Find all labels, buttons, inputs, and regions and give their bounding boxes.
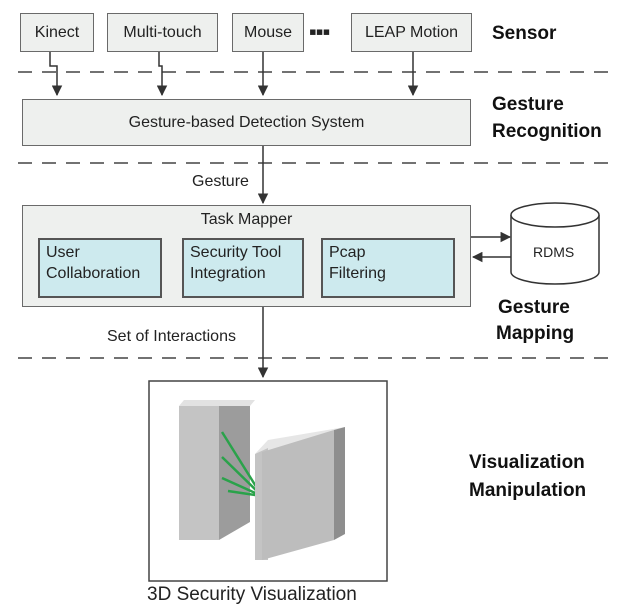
stage-gesture-recognition-2: Recognition (492, 121, 602, 142)
detection-system-box: Gesture-based Detection System (22, 99, 471, 146)
interactions-label: Set of Interactions (107, 328, 236, 345)
gesture-label: Gesture (192, 173, 249, 190)
back-slab (179, 400, 255, 540)
visualization-caption: 3D Security Visualization (147, 584, 357, 605)
module-line: Collaboration (46, 265, 141, 282)
database-cylinder (510, 202, 600, 285)
module-pcap-filtering: Pcap Filtering (321, 238, 455, 298)
sensor-ellipsis: ▪▪▪ (309, 19, 330, 44)
front-slab (255, 427, 345, 560)
sensor-kinect: Kinect (20, 13, 94, 52)
module-security-tool-integration: Security Tool Integration (182, 238, 304, 298)
task-mapper-title: Task Mapper (200, 211, 293, 228)
stage-gesture-mapping-1: Gesture (498, 297, 570, 318)
sensor-leap-motion: LEAP Motion (351, 13, 472, 52)
arrow-kinect (49, 52, 63, 97)
stage-sensor: Sensor (492, 23, 557, 44)
module-line: Filtering (329, 265, 386, 282)
database-label: RDMS (533, 244, 575, 260)
sensor-multitouch: Multi-touch (107, 13, 218, 52)
stage-gesture-recognition-1: Gesture (492, 94, 564, 115)
stage-gesture-mapping-2: Mapping (496, 323, 575, 344)
module-line: Security Tool (190, 244, 282, 261)
sensor-mouse: Mouse (232, 13, 304, 52)
arrow-multitouch (156, 52, 168, 97)
stage-visualization-1: Visualization (469, 452, 585, 473)
stage-visualization-2: Manipulation (469, 480, 587, 501)
module-user-collaboration: User Collaboration (38, 238, 162, 298)
module-line: User (46, 244, 80, 261)
module-line: Pcap (329, 244, 366, 261)
module-line: Integration (190, 265, 266, 282)
